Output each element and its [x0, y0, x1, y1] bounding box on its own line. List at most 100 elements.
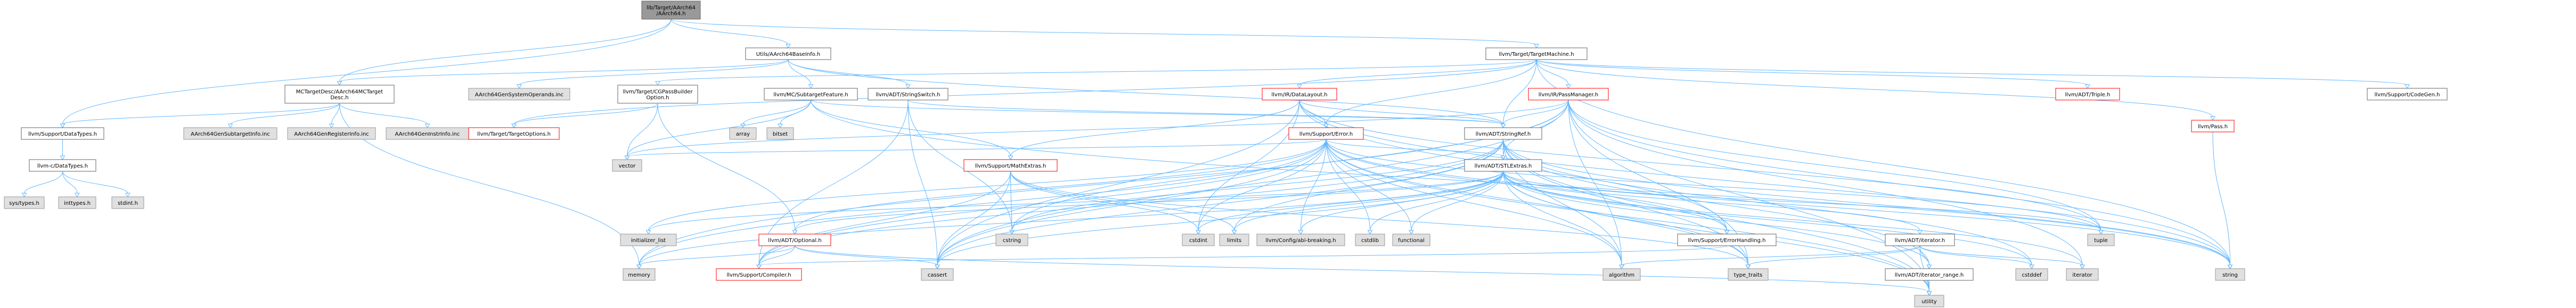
include-edge [1503, 139, 1932, 296]
edge-arrowhead [1367, 230, 1373, 235]
node-label: functional [1398, 238, 1425, 244]
node-c-datatypes[interactable]: llvm-c/DataTypes.h [29, 159, 96, 172]
edge-arrowhead [2227, 264, 2233, 270]
include-edge [1536, 59, 2233, 270]
node-pass[interactable]: llvm/Pass.h [2191, 120, 2235, 132]
edge-arrowhead [624, 155, 630, 161]
node-label: array [736, 131, 750, 137]
edge-arrowhead [2029, 264, 2034, 270]
edge-iterator-to-iterator_std [1919, 245, 2083, 266]
node-stlextras[interactable]: llvm/ADT/STLExtras.h [1464, 159, 1542, 172]
edge-datalayout-to-cassert [937, 99, 1300, 266]
include-edge [1926, 280, 1932, 296]
include-edge [670, 19, 791, 49]
edge-arrowhead [1566, 84, 1571, 89]
include-edge [1568, 99, 2104, 235]
edge-stringref-to-cassert [937, 139, 1503, 266]
node-errorhandling[interactable]: llvm/Support/ErrorHandling.h [1677, 234, 1777, 246]
edge-arrowhead [511, 123, 517, 129]
node-box [766, 127, 794, 140]
edge-stringref-to-cstring [1011, 139, 1503, 231]
node-box [641, 1, 701, 20]
node-label: llvm/Support/Compiler.h [726, 272, 791, 278]
node-stringref[interactable]: llvm/ADT/StringRef.h [1464, 127, 1542, 140]
node-box [1288, 127, 1364, 140]
edge-arrowhead [935, 264, 940, 270]
node-stringswitch[interactable]: llvm/ADT/StringSwitch.h [868, 88, 948, 101]
edge-arrowhead [1926, 291, 1932, 296]
node-targetoptions[interactable]: llvm/Target/TargetOptions.h [468, 127, 560, 140]
edge-support_error-to-errorhandling [1326, 139, 1727, 231]
edge-cgpassbuilder-to-targetoptions [513, 103, 658, 125]
node-label: cstring [1003, 238, 1021, 244]
edge-arrowhead [1297, 84, 1302, 89]
edge-mathextras-to-limits [1010, 171, 1234, 231]
node-root[interactable]: lib/Target/AArch64/AArch64.h [641, 1, 701, 20]
include-edge [1503, 139, 2034, 270]
edge-stlextras-to-initializer_list [648, 171, 1503, 231]
node-cstddef: cstddef [2015, 268, 2048, 281]
edge-arrowhead [756, 264, 762, 270]
edge-stlextras-to-cstdint [1198, 171, 1503, 231]
edge-stlextras-to-cassert [937, 171, 1503, 266]
edge-arrowhead [1926, 291, 1932, 296]
node-datalayout[interactable]: llvm/IR/DataLayout.h [1262, 88, 1337, 101]
edge-arrowhead [1724, 230, 1730, 235]
edge-arrowhead [1745, 264, 1751, 270]
edge-arrowhead [1008, 155, 1013, 161]
node-array: array [729, 127, 757, 140]
node-box [1219, 234, 1249, 246]
include-edge [1326, 139, 1624, 270]
node-box [623, 268, 656, 281]
include-edge [740, 99, 811, 129]
node-support-error[interactable]: llvm/Support/Error.h [1288, 127, 1364, 140]
edge-arrowhead [792, 230, 798, 235]
edge-arrowhead [1926, 291, 1932, 296]
node-iterator-range[interactable]: llvm/ADT/iterator_range.h [1885, 268, 1974, 281]
include-edge [788, 59, 911, 89]
node-target-machine[interactable]: llvm/Target/TargetMachine.h [1485, 47, 1588, 60]
node-codegen[interactable]: llvm/Support/CodeGen.h [2367, 88, 2448, 101]
edge-arrowhead [1500, 123, 1506, 129]
node-optional[interactable]: llvm/ADT/Optional.h [758, 234, 831, 246]
edge-root-to-target_machine [670, 19, 1537, 45]
node-utils-basinfo[interactable]: Utils/AArch64BaseInfo.h [745, 47, 831, 60]
edge-support_error-to-type_traits [1326, 139, 1748, 266]
node-subtargetfeature[interactable]: llvm/MC/SubtargetFeature.h [764, 88, 858, 101]
node-string: string [2215, 268, 2245, 281]
node-passmanager[interactable]: llvm/IR/PassManager.h [1528, 88, 1609, 101]
node-mathextras[interactable]: llvm/Support/MathExtras.h [963, 159, 1058, 172]
node-compiler[interactable]: llvm/Support/Compiler.h [716, 268, 802, 281]
node-label: llvm/ADT/Optional.h [768, 238, 821, 244]
edge-arrowhead [1619, 264, 1624, 270]
include-edge [788, 59, 814, 89]
edge-arrowhead [645, 230, 651, 235]
node-iterator[interactable]: llvm/ADT/iterator.h [1885, 234, 1955, 246]
include-edge [329, 103, 340, 129]
node-type-traits: type_traits [1728, 268, 1769, 281]
node-triple[interactable]: llvm/ADT/Triple.h [2055, 88, 2120, 101]
edge-arrowhead [1500, 123, 1506, 129]
node-label: llvm/IR/DataLayout.h [1271, 92, 1327, 98]
include-edge [1503, 171, 2104, 235]
edge-arrowhead [1008, 155, 1013, 161]
edge-target_machine-to-passmanager [1536, 59, 1569, 86]
edge-target_machine-to-cgpassbuilder [657, 59, 1537, 82]
edge-arrowhead [655, 81, 660, 86]
edge-arrowhead [1298, 230, 1304, 235]
node-box [2087, 234, 2115, 246]
edge-arrowhead [1409, 230, 1414, 235]
node-box [468, 88, 570, 101]
include-edge [1536, 59, 2410, 89]
node-utility: utility [1914, 295, 1944, 307]
node-box [1914, 295, 1944, 307]
edge-arrowhead [1926, 291, 1932, 296]
node-datatypes[interactable]: llvm/Support/DataTypes.h [21, 127, 104, 140]
node-sys-types: sys/types.h [4, 196, 45, 209]
node-box [183, 127, 277, 140]
edge-arrowhead [1231, 230, 1237, 235]
edge-arrowhead [1500, 123, 1506, 129]
edge-stringswitch-to-cassert [907, 99, 938, 266]
